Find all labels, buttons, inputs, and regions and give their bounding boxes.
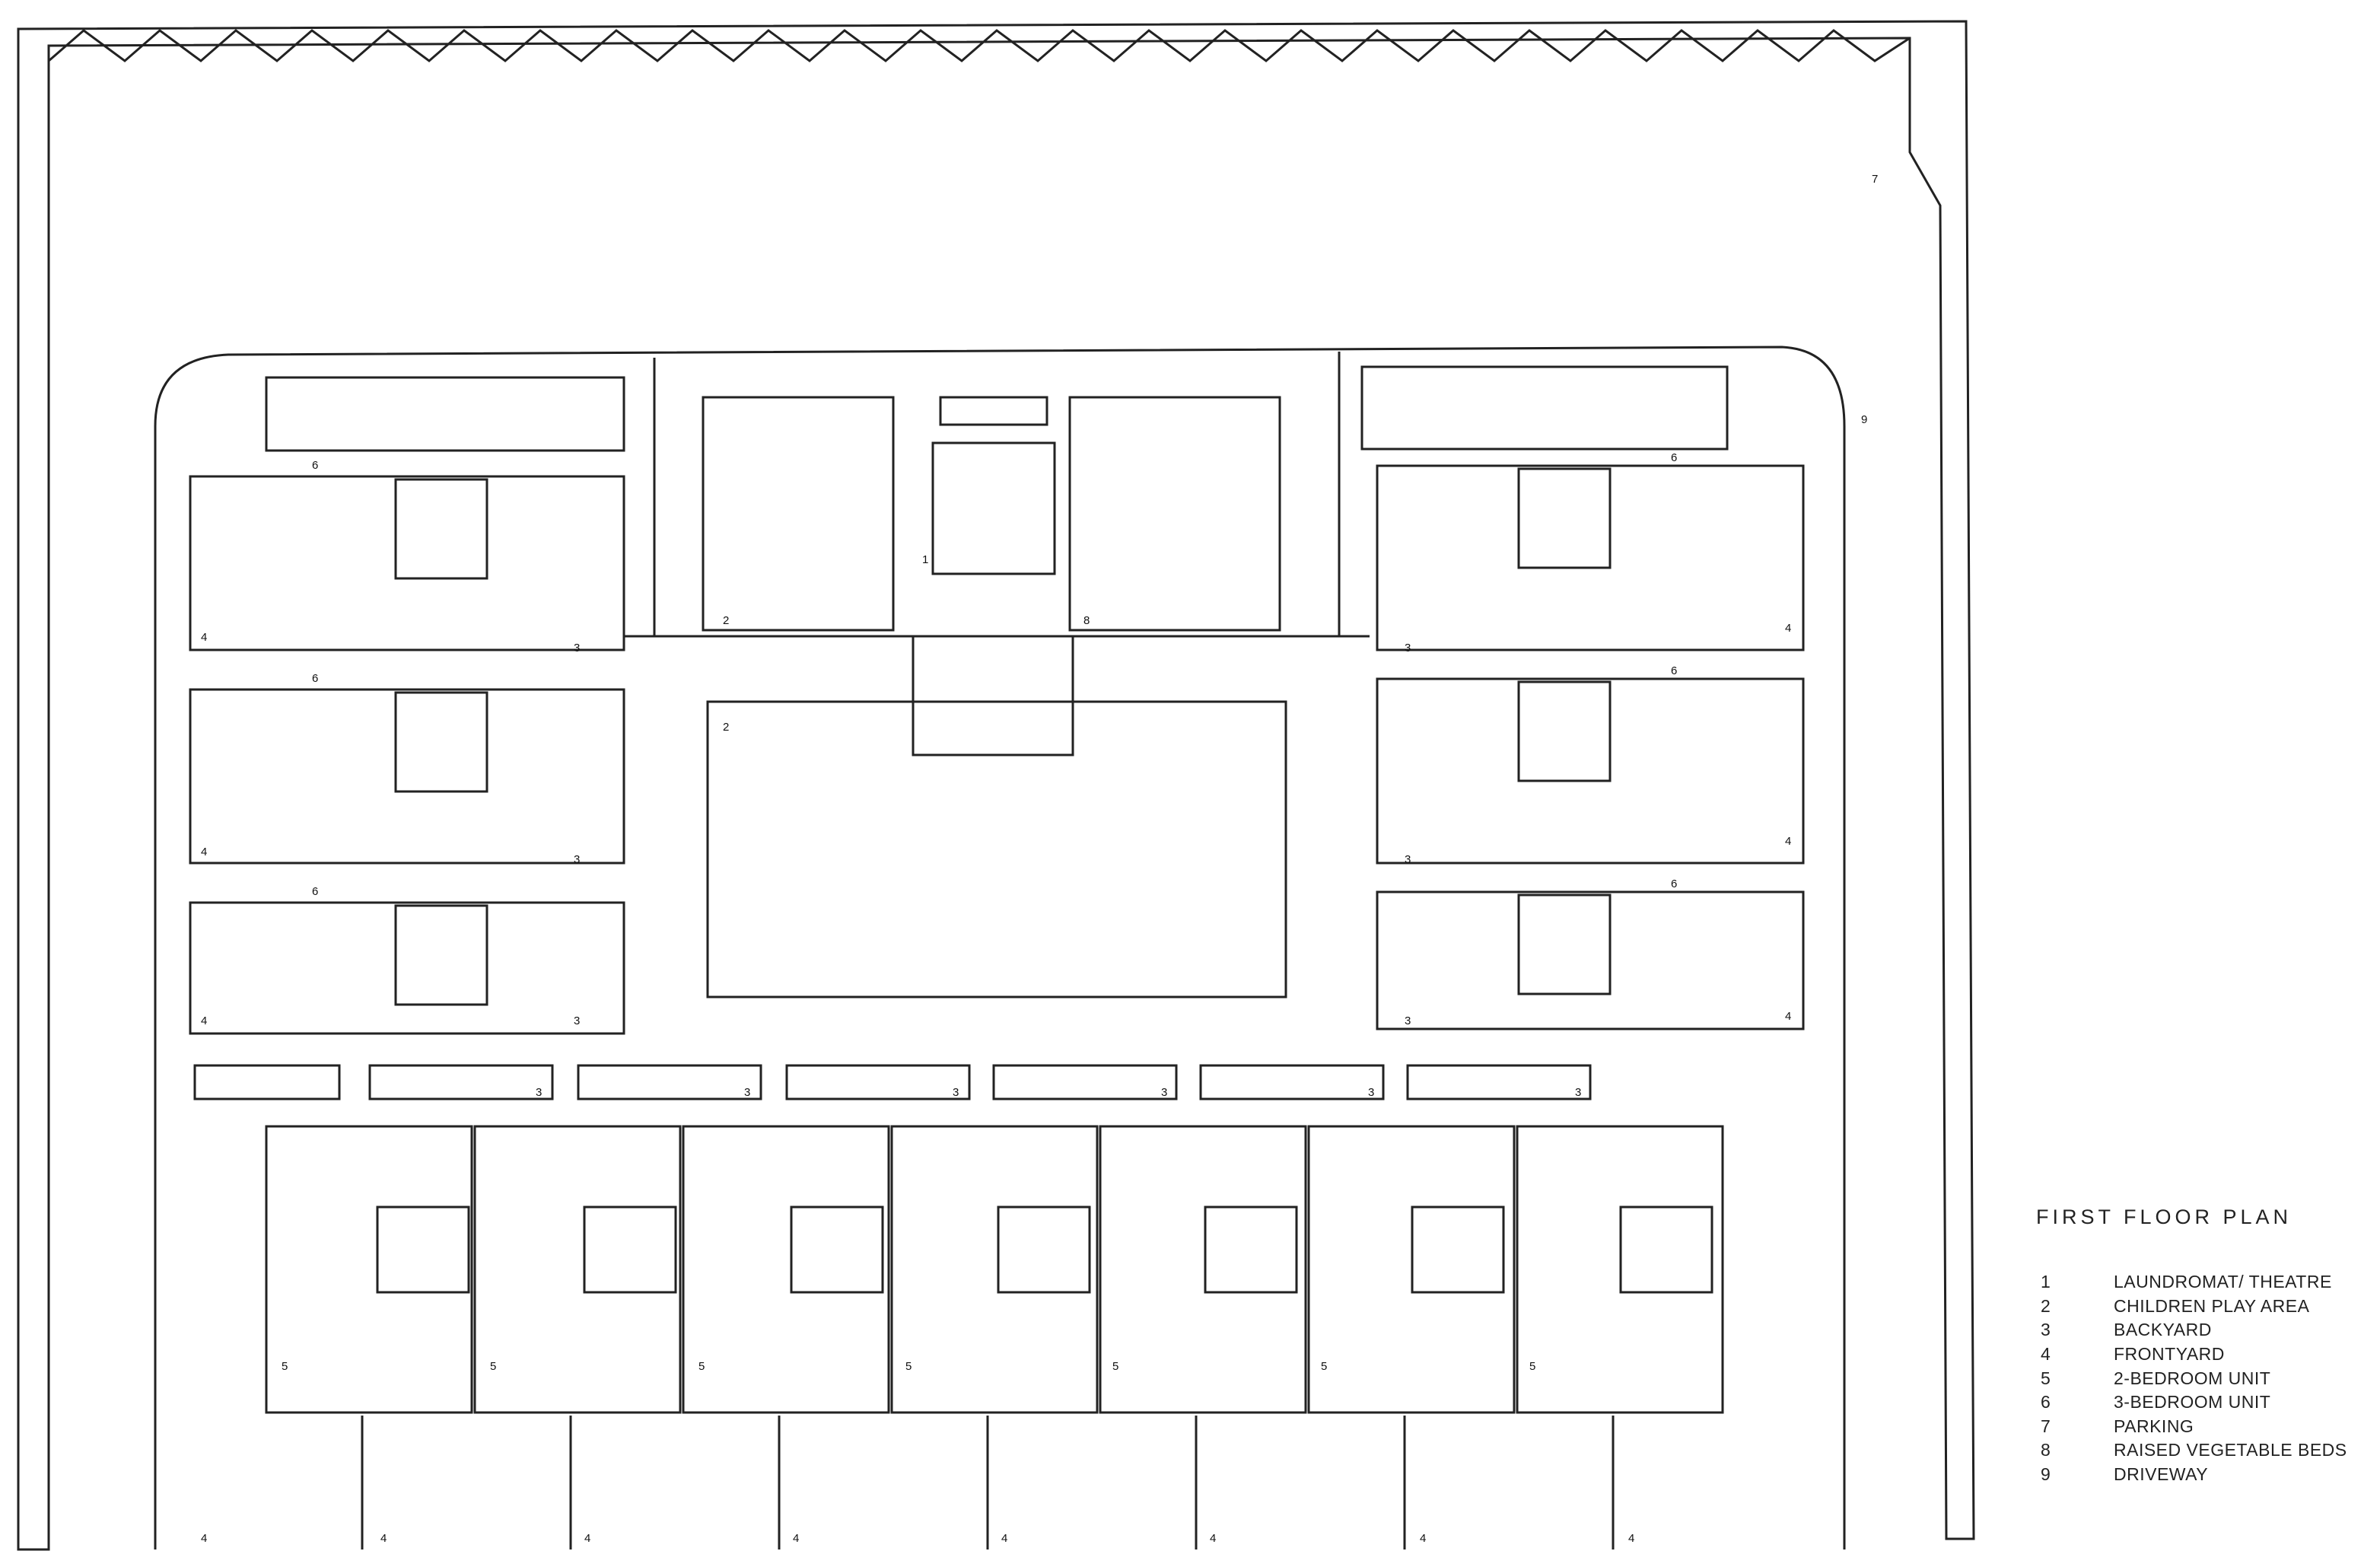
label-6f: 6 xyxy=(1671,877,1677,890)
legend-number: 7 xyxy=(2041,1416,2051,1436)
label-3j: 3 xyxy=(1161,1086,1167,1099)
label-4f: 4 xyxy=(1785,1010,1791,1023)
legend-label: DRIVEWAY xyxy=(2114,1464,2209,1485)
legend-item: 8 RAISED VEGETABLE BEDS xyxy=(2036,1438,2371,1463)
legend-item: 3 BACKYARD xyxy=(2036,1318,2371,1342)
label-5b: 5 xyxy=(490,1360,496,1373)
legend-number: 9 xyxy=(2041,1464,2051,1485)
label-4d: 4 xyxy=(1785,622,1791,635)
label-5a: 5 xyxy=(282,1360,288,1373)
label-3h: 3 xyxy=(744,1086,750,1099)
legend-item: 7 PARKING xyxy=(2036,1415,2371,1439)
label-3d: 3 xyxy=(1405,642,1411,655)
courtyard-overlap xyxy=(912,635,1074,756)
driveway-loop xyxy=(154,346,1846,1549)
legend-item: 6 3-BEDROOM UNIT xyxy=(2036,1390,2371,1415)
legend-label: 3-BEDROOM UNIT xyxy=(2114,1392,2271,1413)
legend-number: 4 xyxy=(2041,1344,2051,1365)
legend-label: LAUNDROMAT/ THEATRE xyxy=(2114,1272,2332,1292)
south-row xyxy=(193,1064,1724,1549)
label-4g: 4 xyxy=(201,1532,207,1545)
legend-number: 6 xyxy=(2041,1392,2051,1413)
legend-number: 3 xyxy=(2041,1320,2051,1340)
label-1: 1 xyxy=(922,553,928,566)
laundromat-roof xyxy=(939,396,1048,426)
laundromat-block xyxy=(931,441,1056,575)
parking-zigzag xyxy=(48,29,1911,62)
label-5e: 5 xyxy=(1112,1360,1118,1373)
label-4b: 4 xyxy=(201,846,207,858)
legend-item: 1 LAUNDROMAT/ THEATRE xyxy=(2036,1270,2371,1295)
legend-label: PARKING xyxy=(2114,1416,2194,1436)
west-wing xyxy=(189,376,625,1035)
legend-label: FRONTYARD xyxy=(2114,1344,2225,1365)
label-6e: 6 xyxy=(1671,664,1677,677)
label-3g: 3 xyxy=(536,1086,542,1099)
east-wing xyxy=(1360,365,1805,1030)
label-5g: 5 xyxy=(1529,1360,1535,1373)
legend-label: CHILDREN PLAY AREA xyxy=(2114,1295,2310,1316)
vegetable-bed-right xyxy=(1068,396,1281,632)
label-6c: 6 xyxy=(312,885,318,898)
legend-label: 2-BEDROOM UNIT xyxy=(2114,1368,2271,1388)
label-3e: 3 xyxy=(1405,853,1411,866)
label-2b: 2 xyxy=(723,721,729,734)
legend-label: RAISED VEGETABLE BEDS xyxy=(2114,1440,2347,1460)
label-6b: 6 xyxy=(312,672,318,685)
label-3l: 3 xyxy=(1575,1086,1581,1099)
legend-label: BACKYARD xyxy=(2114,1320,2212,1340)
label-3i: 3 xyxy=(953,1086,959,1099)
label-7: 7 xyxy=(1872,173,1878,186)
legend-number: 1 xyxy=(2041,1272,2051,1292)
label-4k: 4 xyxy=(1001,1532,1007,1545)
label-9: 9 xyxy=(1861,413,1867,426)
legend-item: 4 FRONTYARD xyxy=(2036,1342,2371,1367)
label-5f: 5 xyxy=(1321,1360,1327,1373)
label-2: 2 xyxy=(723,614,729,627)
label-4h: 4 xyxy=(380,1532,387,1545)
label-4a: 4 xyxy=(201,631,207,644)
label-4e: 4 xyxy=(1785,835,1791,848)
label-3a: 3 xyxy=(574,642,580,655)
label-4n: 4 xyxy=(1628,1532,1634,1545)
label-3b: 3 xyxy=(574,853,580,866)
plan-legend: FIRST FLOOR PLAN 1 LAUNDROMAT/ THEATRE 2… xyxy=(2036,1206,2371,1486)
legend-item: 2 CHILDREN PLAY AREA xyxy=(2036,1295,2371,1319)
label-4c: 4 xyxy=(201,1014,207,1027)
legend-item: 5 2-BEDROOM UNIT xyxy=(2036,1366,2371,1390)
label-6d: 6 xyxy=(1671,451,1677,464)
label-3f: 3 xyxy=(1405,1014,1411,1027)
label-5d: 5 xyxy=(905,1360,912,1373)
label-3k: 3 xyxy=(1368,1086,1374,1099)
central-play-area xyxy=(706,700,1287,998)
label-4m: 4 xyxy=(1420,1532,1426,1545)
label-4i: 4 xyxy=(584,1532,590,1545)
legend-number: 2 xyxy=(2041,1295,2051,1316)
label-8: 8 xyxy=(1083,614,1090,627)
site-boundary xyxy=(17,20,1975,1551)
label-6a: 6 xyxy=(312,459,318,472)
legend-item: 9 DRIVEWAY xyxy=(2036,1463,2371,1487)
label-4l: 4 xyxy=(1210,1532,1216,1545)
legend-list: 1 LAUNDROMAT/ THEATRE 2 CHILDREN PLAY AR… xyxy=(2036,1270,2371,1486)
vegetable-bed-left xyxy=(702,396,895,632)
plan-title: FIRST FLOOR PLAN xyxy=(2036,1206,2292,1228)
label-3c: 3 xyxy=(574,1014,580,1027)
label-4j: 4 xyxy=(793,1532,799,1545)
legend-number: 8 xyxy=(2041,1440,2051,1460)
label-5c: 5 xyxy=(698,1360,705,1373)
legend-number: 5 xyxy=(2041,1368,2051,1388)
